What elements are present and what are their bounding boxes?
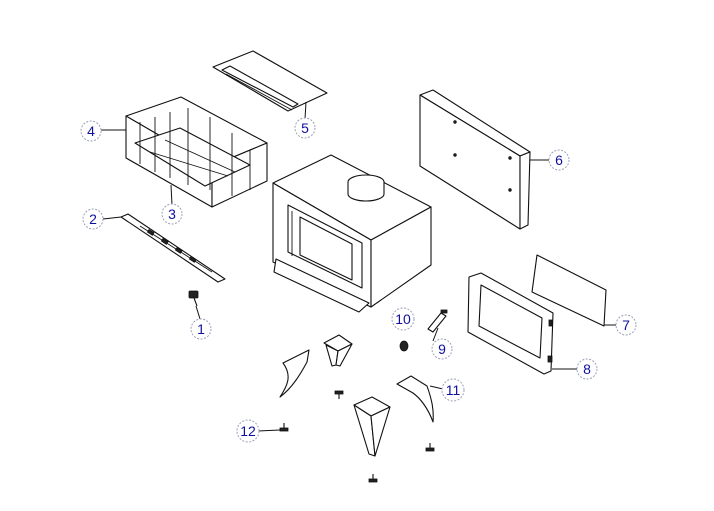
callout-label-5: 5 (301, 120, 309, 136)
part-heat-shield (419, 89, 531, 230)
callout-12: 12 (236, 419, 260, 443)
callout-label-8: 8 (583, 361, 591, 377)
callout-10: 10 (391, 307, 415, 331)
part-screws (279, 390, 435, 483)
callout-label-9: 9 (438, 341, 446, 357)
callout-3: 3 (161, 203, 183, 225)
callout-11: 11 (441, 378, 465, 402)
part-knob (188, 290, 199, 307)
leader-lines (101, 101, 617, 432)
callout-label-1: 1 (197, 321, 205, 337)
part-fastener (399, 340, 409, 352)
part-door-handle (427, 309, 448, 333)
stove-body (272, 154, 432, 313)
callout-7: 7 (615, 314, 637, 336)
callout-1: 1 (190, 318, 212, 340)
callout-4: 4 (80, 120, 102, 142)
callout-label-2: 2 (89, 211, 97, 227)
callout-6: 6 (548, 149, 570, 171)
callout-8: 8 (576, 358, 598, 380)
callout-label-7: 7 (622, 317, 630, 333)
part-air-slide (120, 213, 226, 283)
callout-label-6: 6 (555, 152, 563, 168)
callout-5: 5 (294, 117, 316, 139)
callout-label-12: 12 (240, 423, 256, 439)
part-baffle-plate (212, 50, 328, 112)
part-door (467, 272, 554, 375)
callout-label-11: 11 (446, 382, 461, 398)
callout-9: 9 (431, 338, 453, 360)
callout-label-3: 3 (168, 206, 176, 222)
part-legs (279, 334, 434, 457)
callout-label-4: 4 (87, 123, 95, 139)
part-glass-panel (531, 254, 607, 327)
callout-label-10: 10 (395, 311, 411, 327)
callout-2: 2 (82, 208, 104, 230)
part-firebox-lining (125, 96, 268, 208)
